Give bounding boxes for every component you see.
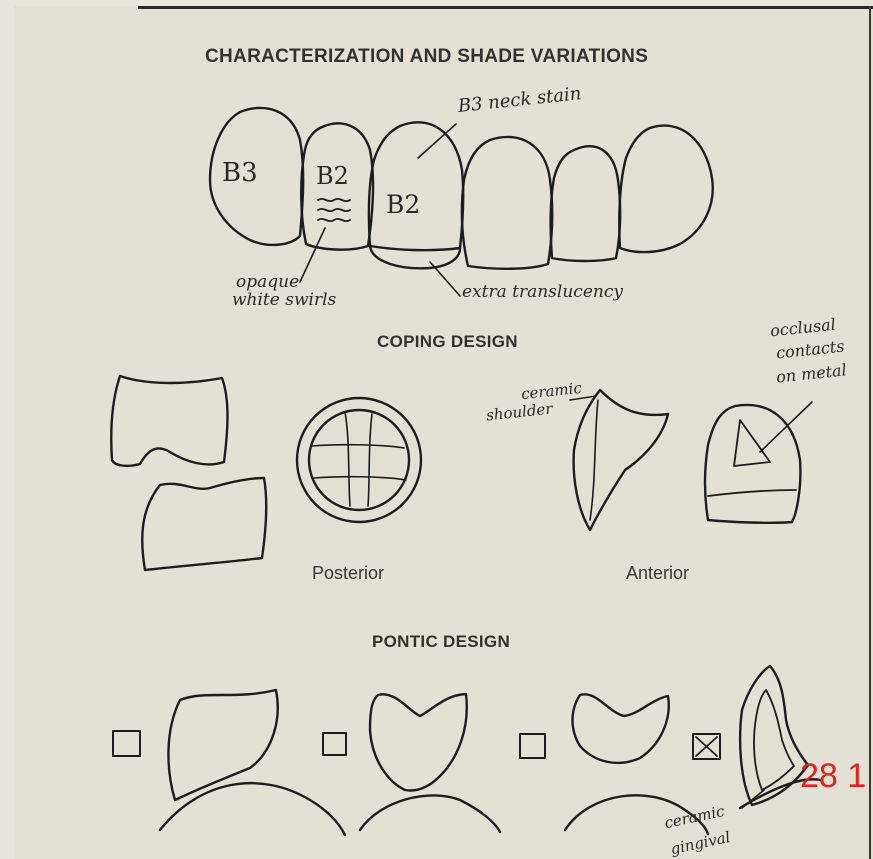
posterior-coping-lower — [142, 478, 266, 570]
hand-label-b3: B3 — [222, 158, 258, 188]
hand-label-b2-small: B2 — [316, 162, 349, 190]
pontic-checkbox-2 — [323, 733, 346, 755]
pontic-4-outer — [740, 666, 808, 805]
camera-date-stamp: 28 1 — [800, 757, 866, 796]
hand-label-b2-large: B2 — [386, 190, 420, 219]
section-title-coping: COPING DESIGN — [377, 332, 518, 352]
fissure-4 — [314, 477, 406, 480]
tooth-3 — [369, 122, 463, 250]
caption-posterior: Posterior — [312, 563, 384, 584]
tooth-5 — [551, 146, 620, 261]
pontic-checkbox-1 — [113, 731, 140, 756]
leader-translucency — [430, 262, 460, 296]
fissure-3 — [312, 445, 404, 448]
swirl-1 — [318, 199, 350, 201]
occlusal-contact-triangle — [734, 420, 770, 466]
occlusal-table-inner — [309, 410, 409, 510]
fissure-1 — [345, 412, 350, 506]
posterior-coping-upper — [111, 376, 227, 466]
caption-anterior: Anterior — [626, 563, 689, 584]
anterior-lingual-metal-band — [708, 490, 796, 496]
pontic-checkbox-3 — [520, 734, 545, 758]
tooth-6 — [619, 126, 713, 253]
shade-teeth-row — [210, 108, 713, 296]
tooth-4 — [462, 137, 552, 269]
swirl-3 — [318, 219, 350, 221]
section-title-pontic: PONTIC DESIGN — [372, 632, 510, 652]
pontic-3 — [573, 694, 669, 763]
coping-drawings — [111, 376, 812, 570]
swirl-2 — [318, 209, 350, 211]
hand-label-translucency: extra translucency — [462, 282, 623, 302]
hand-label-opaque-1: opaque — [236, 272, 299, 292]
hand-label-opaque-2: white swirls — [232, 290, 336, 310]
ridge-1 — [160, 783, 345, 835]
occlusal-table-outer — [297, 398, 421, 522]
anterior-coping-side — [574, 390, 668, 530]
pontic-4-inner — [754, 690, 794, 790]
fissure-2 — [368, 414, 372, 506]
ridge-2 — [360, 795, 500, 832]
pontic-2 — [370, 694, 467, 790]
section-title-shade: CHARACTERIZATION AND SHADE VARIATIONS — [205, 46, 648, 68]
anterior-shoulder — [590, 400, 598, 520]
